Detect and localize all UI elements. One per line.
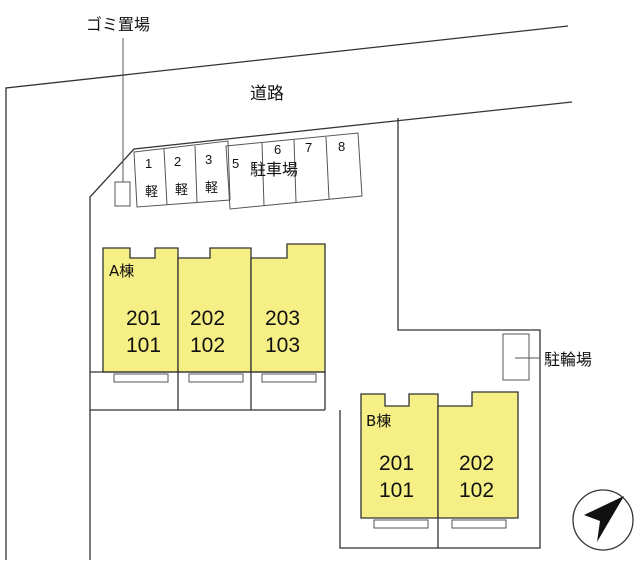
parking-space-number: 2 [174,154,181,169]
parking-space-number: 5 [232,156,239,171]
garbage-label: ゴミ置場 [86,15,150,34]
unit-number: 101 [126,334,161,357]
unit-number: 202 [190,307,225,330]
building-a-yard-line [90,371,326,410]
unit-number: 201 [379,452,414,475]
parking-divider [163,148,168,206]
parking-space-number: 6 [274,142,281,157]
balcony [188,373,244,383]
parking-space-number: 8 [338,139,345,154]
building-a-label: A棟 [109,262,134,280]
balcony [261,373,317,383]
parking-space-number: 3 [205,152,212,167]
balcony [373,519,429,529]
building-b-label: B棟 [366,412,391,430]
unit-number: 103 [265,334,300,357]
road-label: 道路 [250,84,284,104]
balcony [113,373,169,383]
unit-number: 203 [265,307,300,330]
site-outer-boundary [5,25,569,560]
parking-block-2 [225,132,363,210]
unit-number: 101 [379,479,414,502]
bicycle-parking-area [502,333,530,381]
building-b-unit-1 [360,393,439,519]
parking-space-note: 軽 [175,183,188,198]
garbage-area [114,181,131,207]
parking-space-number: 1 [145,156,152,171]
parking-space-note: 軽 [145,185,158,200]
parking-divider [325,136,330,200]
lot-boundary [339,118,541,549]
parking-space-number: 7 [305,140,312,155]
parking-label: 駐車場 [250,160,298,179]
parking-space-note: 軽 [205,181,218,196]
unit-number: 201 [126,307,161,330]
bicycle-label: 駐輪場 [544,350,592,369]
parking-divider [194,145,198,204]
parking-block-1 [133,140,231,208]
unit-number: 102 [190,334,225,357]
road-inner-edge [89,101,573,560]
north-arrow-icon [572,489,634,551]
unit-number: 102 [459,479,494,502]
balcony [451,519,507,529]
parking-divider [293,139,297,203]
parking-divider [261,142,265,207]
unit-number: 202 [459,452,494,475]
